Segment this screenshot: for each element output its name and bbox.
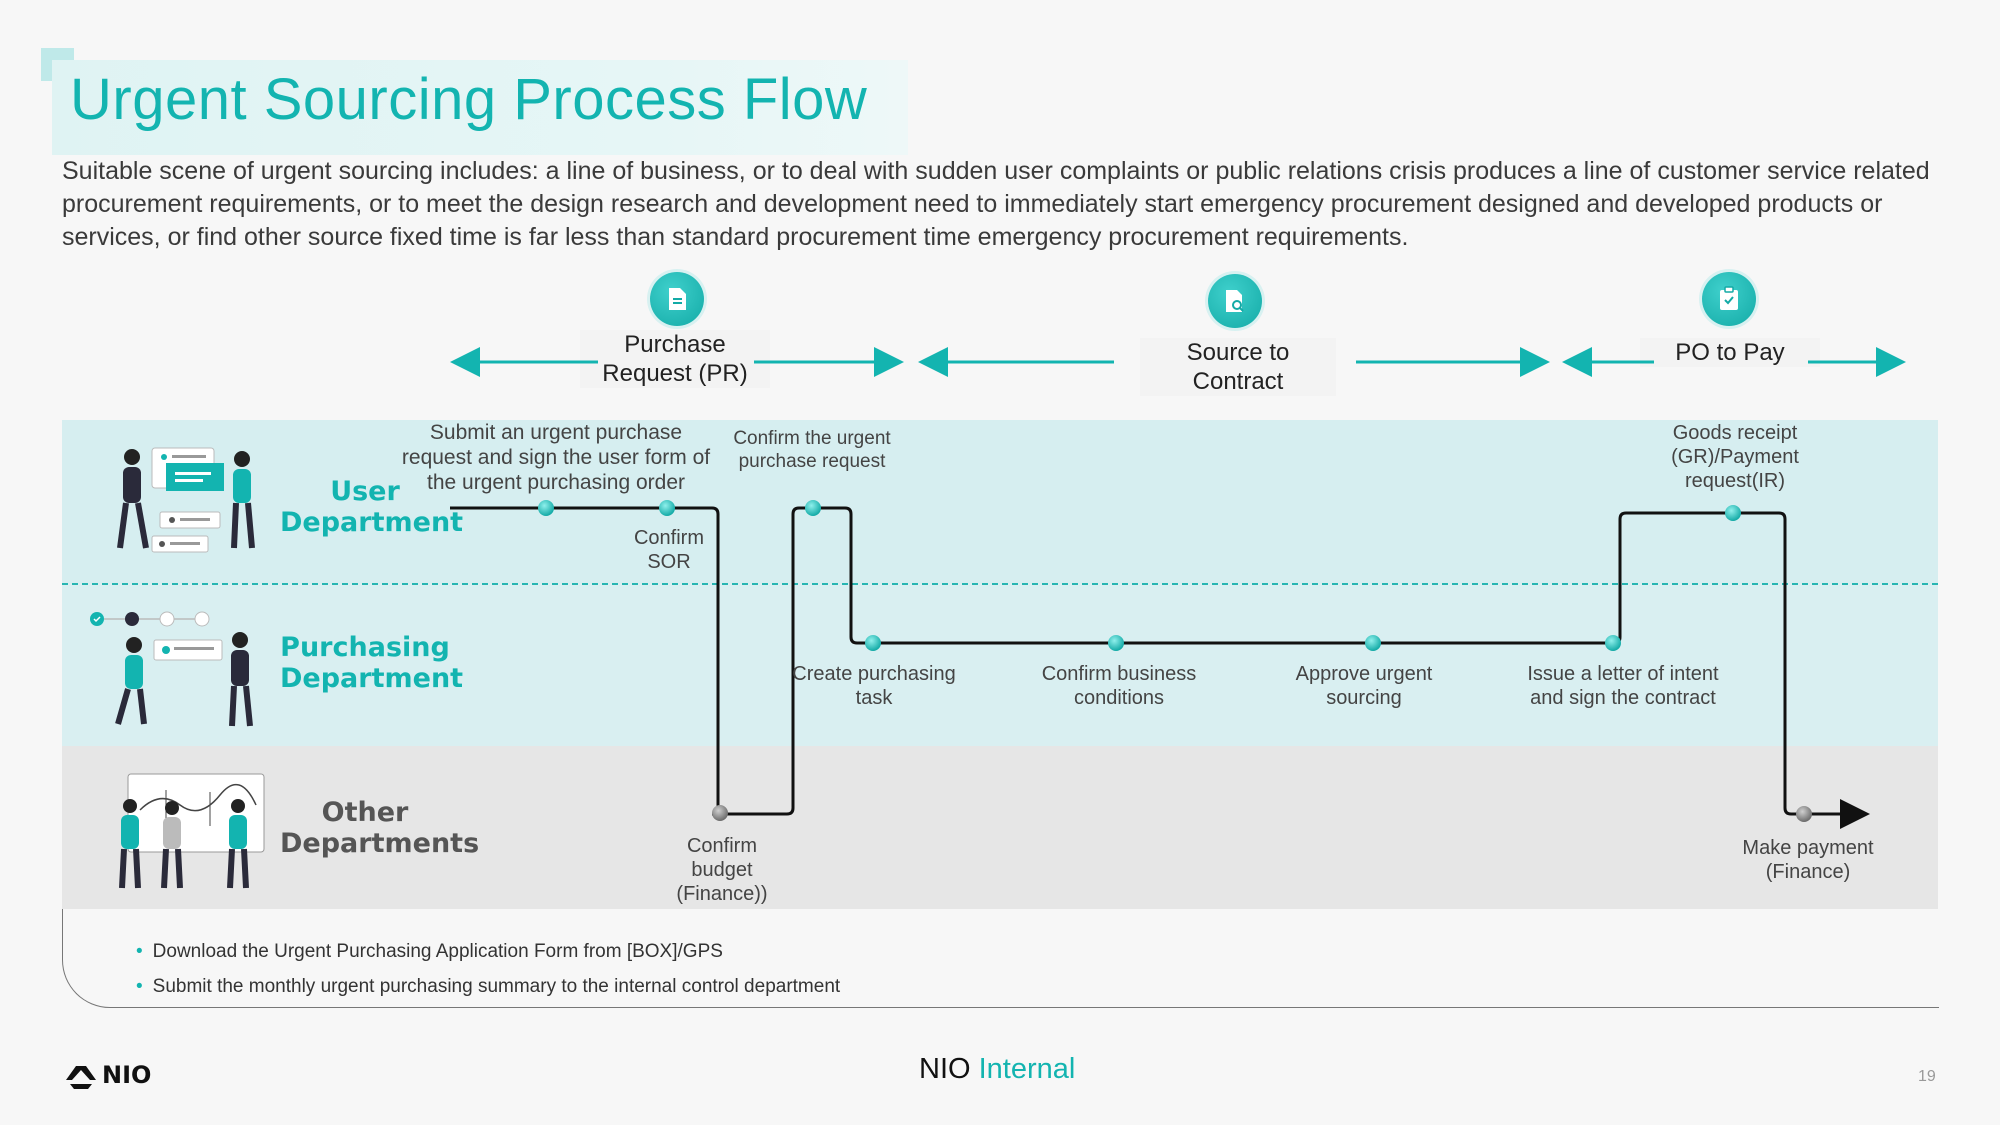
step-label-letter-of-intent: Issue a letter of intent and sign the co… (1527, 663, 1719, 709)
step-node-business-conditions (1108, 635, 1124, 651)
footer-logo: NIO (62, 1061, 151, 1089)
step-node-approve-sourcing (1365, 635, 1381, 651)
user-department-illustration (117, 447, 255, 553)
nio-logo-icon (66, 1066, 96, 1089)
step-node-make-payment (1796, 806, 1812, 822)
page-title: Urgent Sourcing Process Flow (70, 67, 868, 132)
lane-divider (62, 583, 1938, 585)
other-departments-illustration (119, 773, 265, 889)
step-label-make-payment: Make payment (Finance) (1742, 837, 1874, 883)
notes-list: •Download the Urgent Purchasing Applicat… (136, 934, 840, 1004)
lane-label-other: Other Departments (280, 797, 480, 859)
step-node-letter-of-intent (1605, 635, 1621, 651)
stage-source-to-contract: Source to Contract (1140, 338, 1336, 396)
lane-band-other (62, 746, 1938, 909)
lane-label-user: User Department (280, 476, 464, 538)
step-label-confirm-budget: Confirm budget (Finance)) (676, 835, 768, 905)
step-node-submit-request (538, 500, 554, 516)
stage-purchase-request: Purchase Request (PR) (580, 330, 770, 388)
stage-po-to-pay: PO to Pay (1640, 338, 1820, 367)
lane-band-purchasing (62, 584, 1938, 746)
logo-text: NIO (102, 1061, 152, 1089)
document-search-icon (1208, 274, 1262, 328)
notes-frame (62, 909, 1939, 1008)
step-node-confirm-sor (659, 500, 675, 516)
clipboard-check-icon (1702, 272, 1756, 326)
bullet-icon: • (136, 941, 143, 962)
step-label-approve-sourcing: Approve urgent sourcing (1295, 663, 1433, 709)
step-node-create-task (865, 635, 881, 651)
title-background (52, 60, 908, 155)
step-node-confirm-request (805, 500, 821, 516)
lane-band-user (62, 420, 1938, 584)
step-label-business-conditions: Confirm business conditions (1041, 663, 1197, 709)
page-number: 19 (1918, 1068, 1936, 1085)
bullet-icon: • (136, 976, 143, 997)
footer-classification: NIO Internal (919, 1053, 1076, 1085)
step-node-goods-receipt (1725, 505, 1741, 521)
step-label-confirm-sor: Confirm SOR (633, 527, 704, 573)
document-icon (650, 272, 704, 326)
page-description: Suitable scene of urgent sourcing includ… (62, 157, 1930, 251)
step-label-confirm-request: Confirm the urgent purchase request (733, 428, 891, 472)
step-label-goods-receipt: Goods receipt (GR)/Payment request(IR) (1671, 422, 1799, 492)
purchasing-department-illustration (90, 611, 253, 727)
step-label-create-task: Create purchasing task (792, 663, 956, 709)
step-label-submit-request: Submit an urgent purchase request and si… (401, 421, 711, 494)
lane-label-purchasing: Purchasing Department (280, 632, 464, 694)
step-node-confirm-budget (712, 805, 728, 821)
note-item: •Submit the monthly urgent purchasing su… (136, 976, 841, 997)
note-item: •Download the Urgent Purchasing Applicat… (136, 941, 723, 962)
